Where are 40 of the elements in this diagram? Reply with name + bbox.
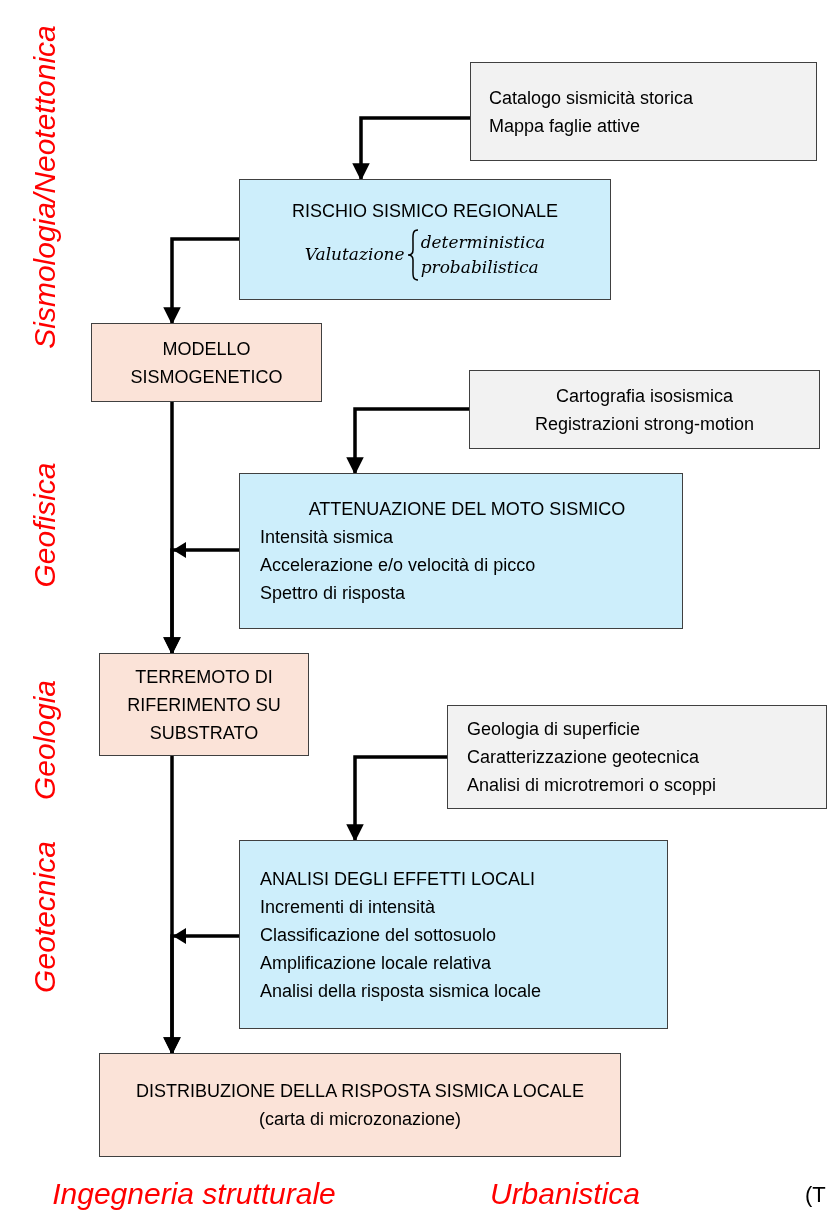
box-heading: RISCHIO SISMICO REGIONALE <box>291 200 558 223</box>
box-text: Classificazione del sottosuolo <box>260 923 498 947</box>
box-text: Catalogo sismicità storica <box>489 86 695 110</box>
box-heading: Cartografia isosismica <box>555 384 734 408</box>
box-text: Incrementi di intensità <box>260 895 437 919</box>
box-text: (carta di microzonazione) <box>258 1108 462 1131</box>
process-box <box>469 370 820 449</box>
process-box <box>91 323 322 402</box>
box-text: Intensità sismica <box>260 526 395 549</box>
discipline-label: Geofisica <box>27 462 62 588</box>
box-text: Analisi della risposta sismica locale <box>260 979 543 1003</box>
process-box <box>239 840 668 1029</box>
note-text: (T <box>805 1180 826 1209</box>
box-heading: ATTENUAZIONE DEL MOTO SISMICO <box>307 498 627 521</box>
process-box <box>470 62 817 161</box>
discipline-label: Urbanistica <box>489 1176 641 1212</box>
box-text: Spettro di risposta <box>260 582 407 605</box>
process-box <box>447 705 827 809</box>
formula-text: Valutazione <box>304 243 405 267</box>
process-box <box>239 473 683 629</box>
box-heading: DISTRIBUZIONE DELLA RISPOSTA SISMICA LOCALE <box>136 1080 584 1103</box>
box-heading: TERREMOTO DI RIFERIMENTO SU SUBSTRATO <box>126 665 282 745</box>
box-heading: MODELLO SISMOGENETICO <box>129 337 284 389</box>
box-text: Analisi di microtremori o scoppi <box>467 774 718 797</box>
process-box <box>99 1053 621 1157</box>
process-box <box>99 653 309 756</box>
process-box <box>239 179 611 300</box>
box-text: Mappa faglie attive <box>489 114 642 138</box>
box-text: Geologia di superficie <box>467 718 642 741</box>
box-text: Caratterizzazione geotecnica <box>467 746 701 769</box>
discipline-label: Sismologia/Neotettonica <box>27 25 62 349</box>
box-text: Amplificazione locale relativa <box>260 951 493 975</box>
box-text: Accelerazione e/o velocità di picco <box>260 554 537 577</box>
discipline-label: Geologia <box>27 679 62 801</box>
formula-text: probabilistica <box>420 256 540 279</box>
box-text: ANALISI DEGLI EFFETTI LOCALI <box>260 867 537 891</box>
discipline-label: Ingegneria strutturale <box>52 1176 336 1212</box>
formula-text: deterministica <box>420 231 546 254</box>
box-text: Registrazioni strong-motion <box>534 412 755 436</box>
discipline-label: Geotecnica <box>27 841 62 993</box>
